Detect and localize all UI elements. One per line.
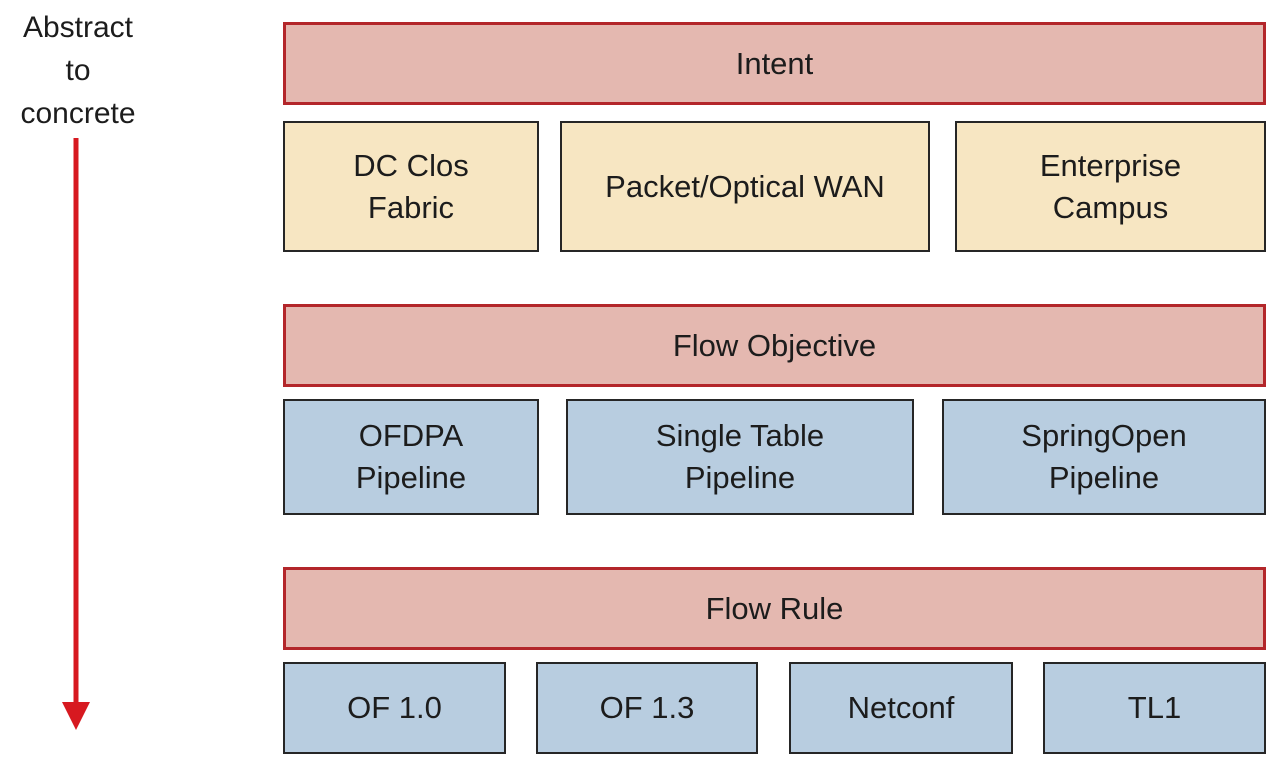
dc-clos-fabric-box: DC Clos Fabric: [283, 121, 539, 252]
flow-rule-layer: Flow Rule: [283, 567, 1266, 650]
packet-optical-wan-box: Packet/Optical WAN: [560, 121, 930, 252]
enterprise-campus-box: Enterprise Campus: [955, 121, 1266, 252]
intent-layer: Intent: [283, 22, 1266, 105]
of-1-3-box: OF 1.3: [536, 662, 758, 754]
springopen-pipeline-box: SpringOpen Pipeline: [942, 399, 1266, 515]
tl1-box: TL1: [1043, 662, 1266, 754]
flow-objective-layer: Flow Objective: [283, 304, 1266, 387]
of-1-0-box: OF 1.0: [283, 662, 506, 754]
axis-label: Abstract to concrete: [20, 11, 136, 130]
single-table-pipeline-box: Single Table Pipeline: [566, 399, 914, 515]
down-arrow-icon: [62, 138, 90, 730]
netconf-box: Netconf: [789, 662, 1013, 754]
arrow-head: [62, 702, 90, 730]
ofdpa-pipeline-box: OFDPA Pipeline: [283, 399, 539, 515]
